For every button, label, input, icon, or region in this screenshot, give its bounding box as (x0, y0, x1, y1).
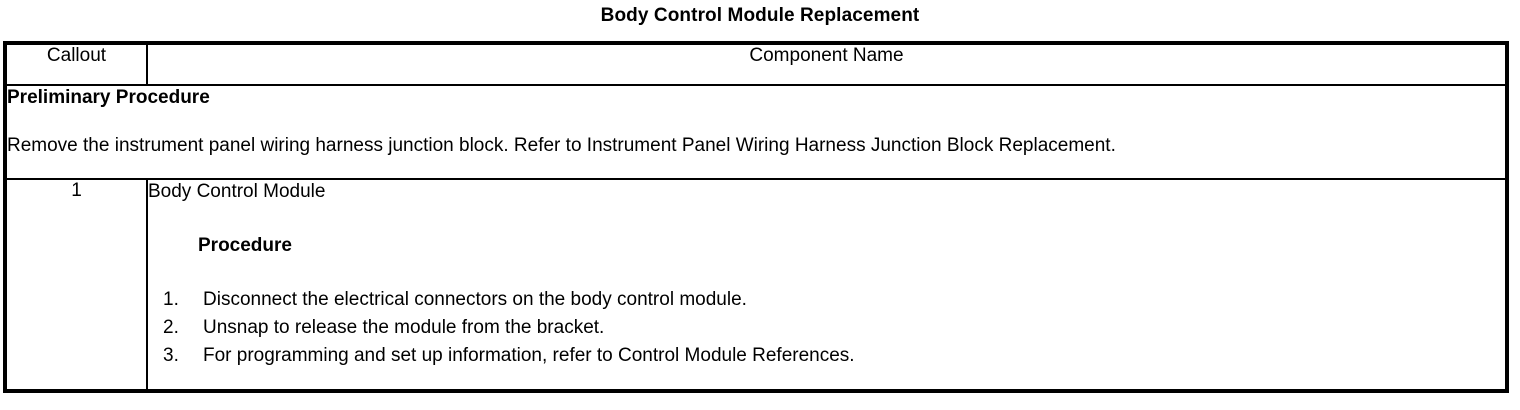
component-detail-cell: Body Control Module Procedure 1. Disconn… (146, 178, 1508, 392)
step-text: For programming and set up information, … (203, 345, 855, 366)
column-header-callout: Callout (4, 42, 148, 86)
page-title: Body Control Module Replacement (600, 5, 920, 26)
callout-number: 1 (4, 178, 148, 392)
preliminary-procedure-cell: Preliminary Procedure Remove the instrum… (4, 84, 1508, 180)
preliminary-procedure-text: Remove the instrument panel wiring harne… (7, 135, 1116, 156)
column-header-component-name: Component Name (146, 42, 1508, 86)
step-number: 1. (163, 289, 179, 310)
list-item: 1. Disconnect the electrical connectors … (148, 286, 1505, 314)
step-text: Unsnap to release the module from the br… (203, 317, 605, 338)
preliminary-procedure-heading: Preliminary Procedure (7, 87, 210, 108)
table-header-row: Callout Component Name (4, 42, 1508, 86)
table-row: 1 Body Control Module Procedure 1. Disco… (4, 178, 1508, 392)
list-item: 3. For programming and set up informatio… (148, 342, 1505, 370)
step-text: Disconnect the electrical connectors on … (203, 289, 747, 310)
step-number: 3. (163, 345, 179, 366)
procedure-sub-heading: Procedure (198, 235, 292, 256)
component-name-text: Body Control Module (148, 181, 326, 202)
procedure-step-list: 1. Disconnect the electrical connectors … (148, 286, 1505, 370)
preliminary-spacer (7, 110, 1505, 134)
procedure-table: Callout Component Name Preliminary Proce… (3, 41, 1509, 393)
preliminary-procedure-row: Preliminary Procedure Remove the instrum… (4, 84, 1508, 180)
step-number: 2. (163, 317, 179, 338)
list-item: 2. Unsnap to release the module from the… (148, 314, 1505, 342)
